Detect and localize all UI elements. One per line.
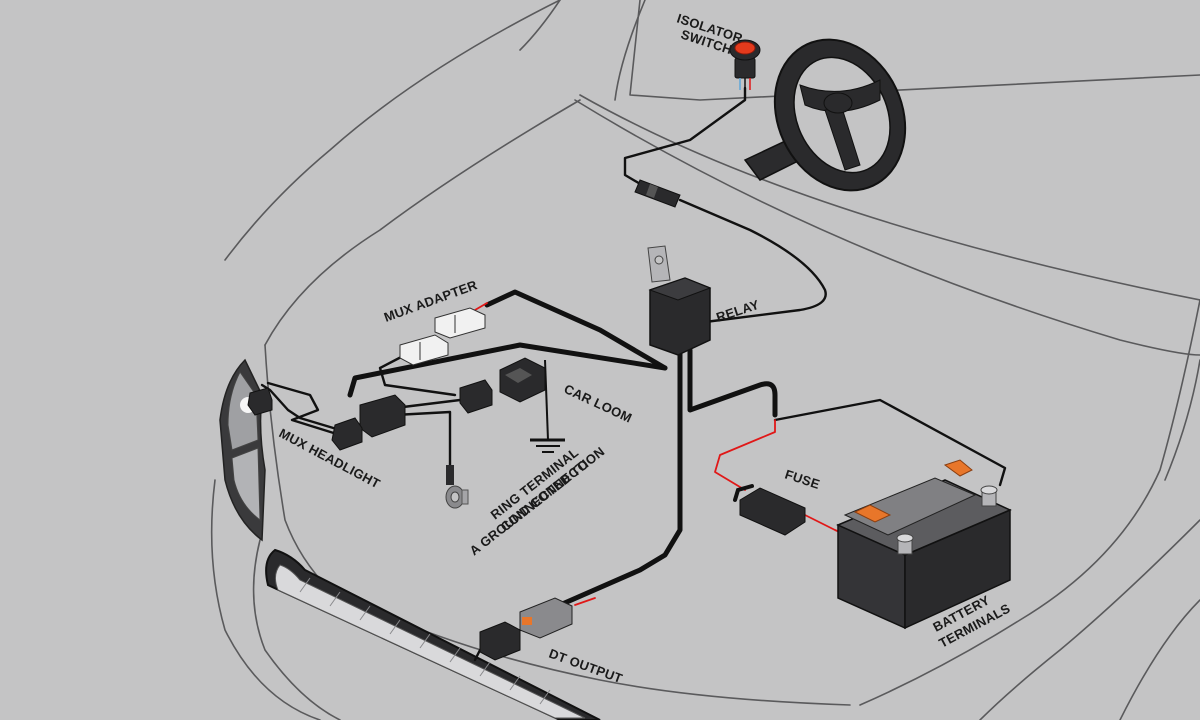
fuse-holder — [733, 484, 806, 536]
label-mux-headlight: MUX HEADLIGHT — [277, 425, 383, 491]
headlight — [219, 358, 266, 542]
mux-plugs — [247, 379, 493, 451]
mux-adapter-lead — [378, 353, 457, 397]
left-fender-line — [224, 0, 561, 261]
headlight-lead-2 — [266, 381, 342, 437]
switch-wire — [623, 86, 747, 187]
dt-output-connector — [479, 597, 573, 661]
right-fender-line — [1164, 359, 1200, 481]
hood-right-edge — [859, 299, 1200, 706]
windshield-lower-edge — [629, 0, 1200, 101]
label-fuse: FUSE — [783, 467, 822, 492]
inline-switch-connector — [634, 179, 681, 208]
adapter-to-relay-wire — [484, 289, 668, 371]
label-dt-output: DT OUTPUT — [547, 646, 625, 686]
switch-to-relay-wire — [678, 198, 827, 324]
steering-wheel — [743, 38, 907, 192]
bumper-left — [210, 479, 321, 720]
relay-to-mux-wire — [347, 342, 668, 398]
car-loom — [499, 357, 565, 453]
grille-left — [252, 539, 341, 720]
adapter-red-tail — [474, 302, 488, 311]
relay-to-fuse-wire — [687, 347, 778, 418]
hood-left-crease — [264, 99, 581, 346]
mux-plug-lead-a — [393, 393, 472, 410]
label-ring-line3: A GROUND CONNECTION — [467, 444, 608, 559]
positive-wire-to-fuse — [714, 419, 776, 491]
car-body — [210, 0, 1200, 720]
fender-top — [519, 0, 561, 51]
ring-terminal-lead — [393, 410, 452, 467]
battery — [836, 459, 1012, 630]
cowl-line — [579, 94, 1200, 301]
ring-terminal — [445, 465, 469, 509]
bumper-right — [979, 519, 1200, 720]
label-car-loom: CAR LOOM — [562, 381, 635, 426]
mux-adapter — [399, 307, 486, 366]
wiring — [260, 86, 1007, 662]
relay-to-dt-wire — [557, 347, 683, 608]
cowl-inner-line — [574, 99, 1200, 356]
relay — [647, 245, 712, 356]
label-relay: RELAY — [714, 297, 761, 325]
dt-red-tail — [574, 597, 596, 606]
isolator-switch — [729, 39, 761, 92]
wheel-arch-right — [1119, 599, 1200, 720]
led-light-bar — [265, 548, 601, 720]
battery-negative-wire — [773, 398, 1007, 487]
a-pillar — [614, 0, 646, 101]
